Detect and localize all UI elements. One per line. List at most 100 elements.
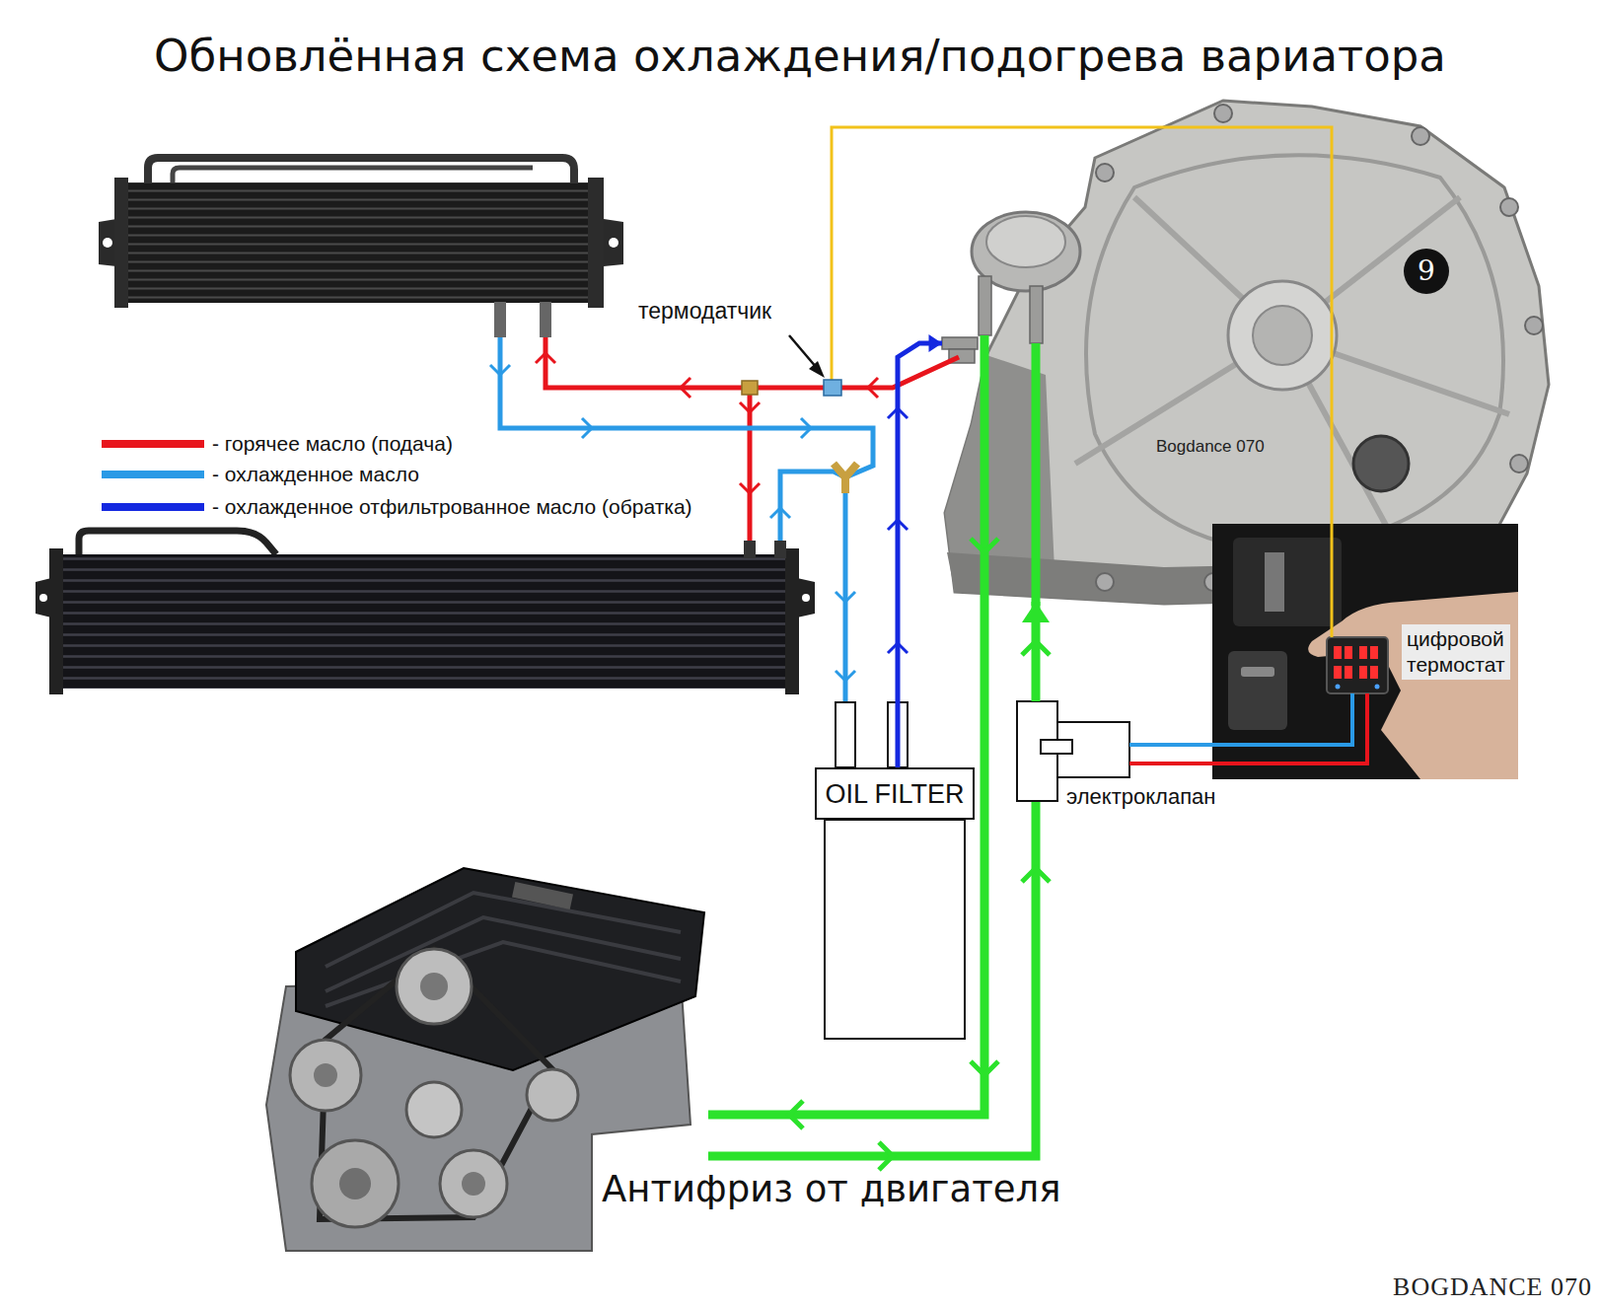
oil-filter-box: OIL FILTER	[814, 767, 975, 820]
transmission	[1525, 316, 1543, 335]
solenoid-valve-symbol	[1040, 739, 1073, 754]
lower-cooler	[35, 578, 52, 618]
fittings	[823, 379, 842, 396]
engine	[325, 892, 681, 967]
thermostat-photo	[1212, 523, 1519, 780]
transmission-housing: Bogdance 070	[942, 96, 1551, 602]
thermostat-photo	[1333, 646, 1342, 659]
hot-oil-line	[868, 377, 878, 398]
transmission	[978, 276, 992, 336]
hot-oil-line	[739, 402, 760, 413]
upper-cooler	[608, 237, 619, 248]
thermostat-photo	[1233, 537, 1342, 627]
lower-cooler	[59, 554, 790, 689]
thermostat-photo	[1359, 646, 1368, 659]
upper-cooler	[98, 157, 624, 338]
thermostat-photo	[1375, 684, 1381, 690]
antifreeze-line	[1021, 868, 1050, 882]
hot-oil-line	[535, 353, 556, 364]
flow-connector	[1129, 744, 1213, 764]
upper-cooler	[603, 218, 624, 267]
thermostat-photo	[1335, 684, 1341, 690]
cooled-oil-line	[780, 471, 846, 541]
sensor-leader	[789, 335, 817, 368]
legend-swatch	[101, 503, 205, 511]
fittings	[833, 463, 858, 494]
lower-cooler	[35, 530, 815, 695]
upper-cooler	[494, 301, 507, 338]
legend-swatch	[101, 470, 205, 479]
thermostat-photo	[1370, 646, 1379, 659]
antifreeze-line	[708, 335, 985, 1115]
legend-text: - горячее масло (подача)	[212, 431, 453, 457]
thermostat-photo	[1326, 637, 1388, 694]
thermostat-photo	[1359, 665, 1368, 679]
transmission	[1095, 163, 1114, 182]
arrow-head	[1021, 601, 1050, 623]
fittings	[741, 379, 858, 494]
diagram-title: Обновлённая схема охлаждения/подогрева в…	[0, 25, 1600, 87]
transmission	[1500, 198, 1519, 217]
cooled-oil-line	[835, 591, 856, 602]
engine	[339, 1167, 371, 1200]
antifreeze-line	[708, 335, 1050, 1170]
hot-oil-line	[739, 483, 760, 494]
engine	[439, 1150, 508, 1218]
engine	[406, 1082, 462, 1138]
transmission	[986, 216, 1066, 268]
lower-cooler	[743, 540, 756, 559]
connector-line	[1129, 761, 1213, 766]
sensor-label: термодатчик	[638, 297, 772, 325]
fittings	[741, 380, 758, 395]
antifreeze-line	[708, 800, 1036, 1157]
solenoid-valve: электроклапан	[1017, 701, 1130, 801]
thermostat-photo	[1264, 552, 1285, 612]
cooled-oil-line	[843, 477, 849, 703]
upper-cooler	[147, 157, 575, 186]
upper-cooler	[98, 218, 117, 267]
upper-cooler	[102, 237, 113, 248]
engine	[295, 868, 705, 1071]
callout-number: 9	[1403, 248, 1450, 294]
filter-label: OIL FILTER	[824, 778, 964, 810]
thermostat-photo	[1308, 591, 1519, 780]
lower-cooler	[49, 548, 64, 695]
transmission	[1086, 154, 1504, 553]
engine	[396, 948, 472, 1024]
connector-line	[897, 343, 943, 768]
thermostat-label: цифровой термостат	[1401, 624, 1511, 680]
antifreeze-label: Антифриз от двигателя	[601, 1167, 1061, 1212]
antifreeze-line	[878, 1142, 893, 1170]
antifreeze-line	[1031, 343, 1041, 606]
thermostat-photo	[1212, 523, 1519, 780]
sensor-wire	[831, 127, 1332, 638]
engine	[325, 917, 681, 992]
upper-cooler	[539, 301, 552, 338]
lower-cooler	[774, 540, 787, 559]
thermostat-photo	[1344, 665, 1353, 679]
engine	[290, 1039, 362, 1111]
oil-filter-body	[824, 702, 965, 1039]
lower-cooler	[785, 548, 800, 695]
engine	[311, 1140, 399, 1228]
transmission	[1228, 281, 1337, 390]
transmission	[1510, 454, 1528, 473]
thermostat-photo	[1370, 665, 1379, 679]
arrow-head	[929, 334, 944, 353]
thermostat-panel: цифровой термостат	[1212, 523, 1519, 780]
flow-connector	[897, 334, 943, 768]
engine	[461, 1171, 486, 1196]
sensor-leader	[789, 335, 825, 378]
upper-cooler	[587, 177, 604, 308]
legend-text: - охлажденное отфильтрованное масло (обр…	[212, 494, 693, 520]
engine	[313, 1063, 338, 1088]
antifreeze-line	[970, 1061, 999, 1076]
transmission	[1029, 286, 1043, 344]
antifreeze-line	[970, 538, 999, 553]
lower-cooler	[801, 593, 810, 602]
housing-mark: Bogdance 070	[1153, 436, 1268, 458]
cooled-oil-line	[581, 418, 592, 438]
thermostat-photo	[1228, 651, 1288, 730]
